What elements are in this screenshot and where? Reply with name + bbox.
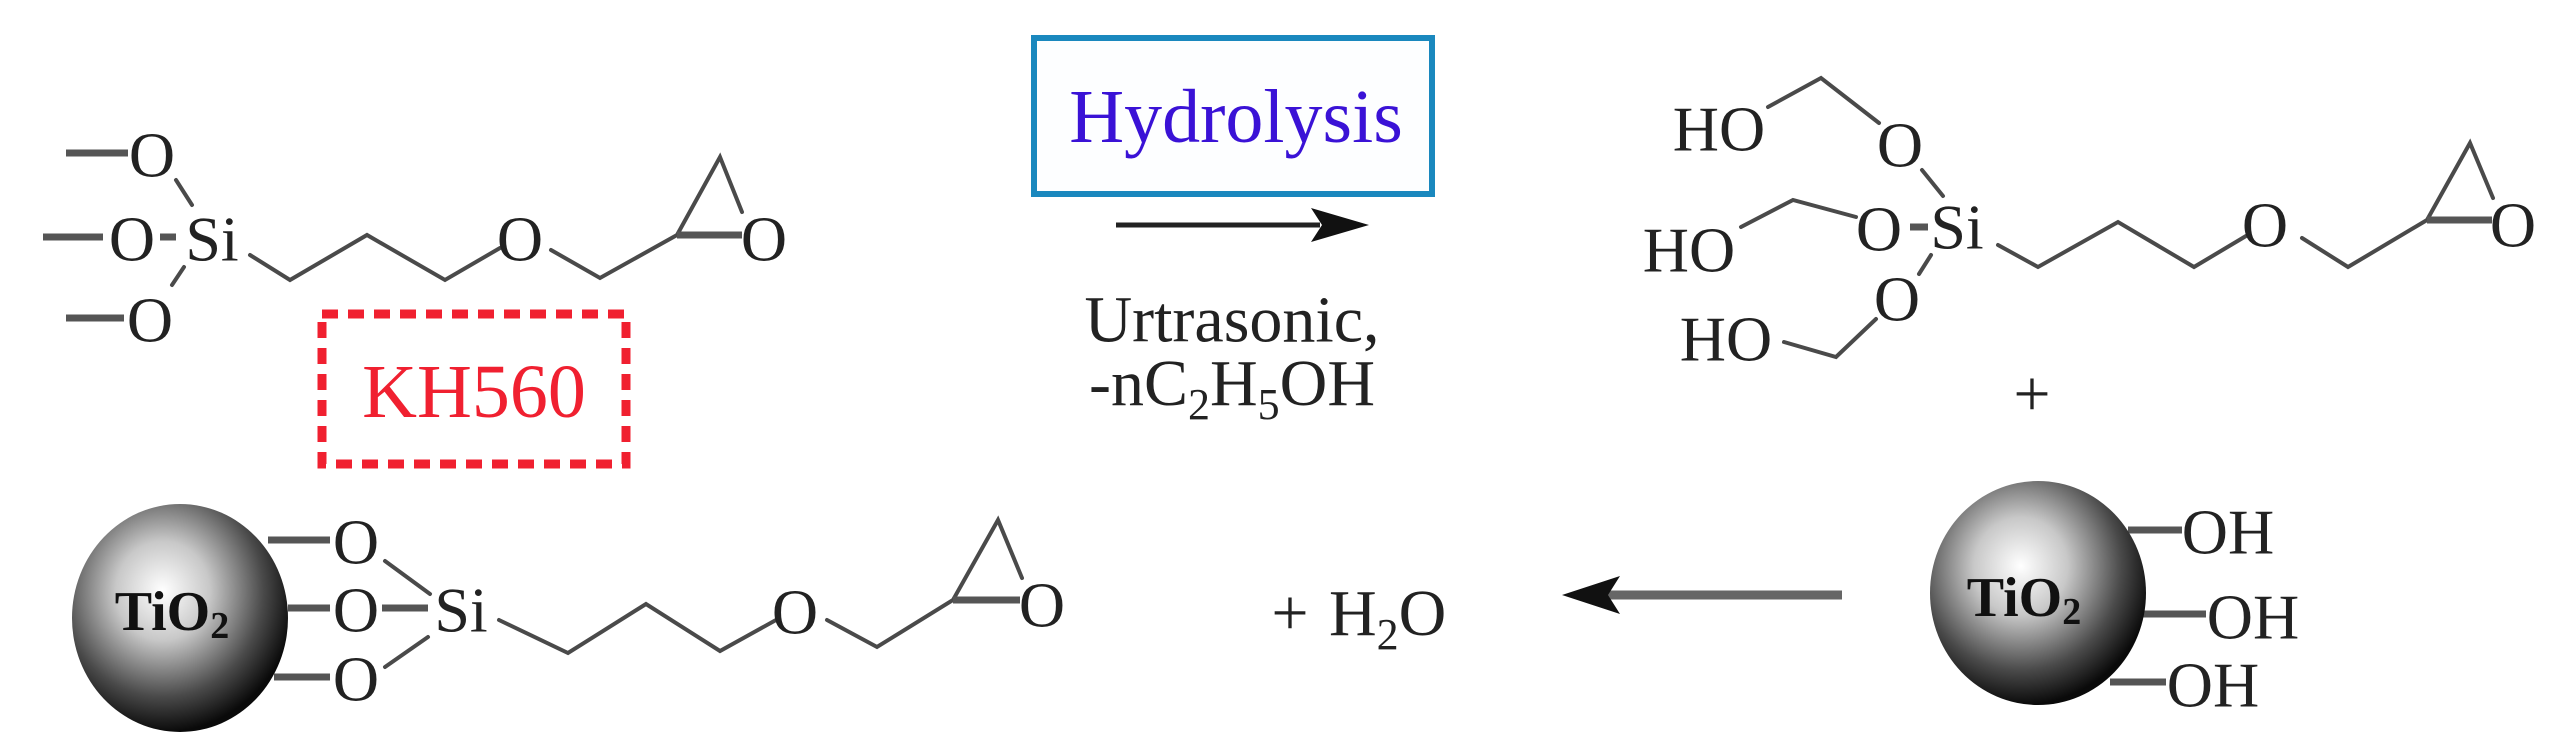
oxygen-atom: O bbox=[333, 575, 379, 646]
hydroxyl-group: HO bbox=[1673, 94, 1765, 165]
condition-suffix: OH bbox=[1280, 347, 1375, 420]
condition-prefix: -nC bbox=[1089, 347, 1188, 420]
forward-arrow-head bbox=[1311, 208, 1369, 242]
oxygen-atom: O bbox=[109, 204, 155, 275]
plus-sign: + bbox=[2013, 358, 2050, 431]
condition-sub: 2 bbox=[1188, 380, 1210, 429]
methylene-bond bbox=[1782, 317, 1878, 360]
hydroxyl-group: OH bbox=[2167, 650, 2259, 721]
water-byproduct: H2O bbox=[1329, 577, 1446, 659]
methylene-bond bbox=[1766, 75, 1881, 125]
byproduct-plus: + bbox=[1271, 577, 1308, 650]
ether-oxygen: O bbox=[2242, 190, 2288, 261]
hydrolyzed-silane-molecule: HO O HO O Si O HO O O bbox=[1643, 75, 2536, 375]
water-o: O bbox=[1399, 577, 1447, 650]
water-h: H bbox=[1329, 577, 1377, 650]
hydrolysis-label: Hydrolysis bbox=[1069, 75, 1403, 159]
glycidyl-chain bbox=[549, 152, 744, 281]
si-o-bond bbox=[1920, 168, 1945, 198]
tio2-sphere-icon bbox=[72, 504, 288, 732]
oxygen-atom: O bbox=[1877, 110, 1923, 181]
tio2-hydroxylated-particle: TiO2 OH OH OH bbox=[1930, 481, 2299, 721]
tio2-sphere-icon bbox=[1930, 481, 2146, 705]
oxygen-atom: O bbox=[1856, 194, 1902, 265]
hydrolysis-box bbox=[1031, 35, 1435, 197]
condition-ethanol: -nC2H5OH bbox=[1089, 347, 1375, 429]
tio2-label: TiO2 bbox=[1967, 567, 2081, 633]
methylene-bond bbox=[1739, 197, 1858, 229]
tio2-sub: 2 bbox=[210, 605, 229, 647]
silicon-atom: Si bbox=[1930, 192, 1983, 263]
glycidyl-chain bbox=[825, 515, 1024, 650]
tio2-text: TiO bbox=[115, 581, 210, 643]
hydroxyl-group: OH bbox=[2207, 582, 2299, 653]
tio2-text: TiO bbox=[1967, 567, 2062, 629]
hydroxyl-group: HO bbox=[1680, 304, 1772, 375]
condition-ultrasonic: Urtrasonic, bbox=[1084, 284, 1379, 357]
glycidyl-chain bbox=[2300, 138, 2495, 270]
grafted-tio2-product: TiO2 O O O Si O O bbox=[72, 504, 1065, 732]
water-sub: 2 bbox=[1377, 610, 1399, 659]
kh560-molecule: O O O Si O O bbox=[43, 120, 787, 356]
oxygen-atom: O bbox=[1874, 264, 1920, 335]
si-o-bond bbox=[383, 559, 432, 596]
hydroxyl-group: HO bbox=[1643, 215, 1735, 286]
hydrolysis-step: Hydrolysis Urtrasonic, -nC2H5OH bbox=[1031, 35, 1435, 429]
propyl-chain bbox=[248, 232, 502, 283]
kh560-label: KH560 bbox=[362, 350, 586, 434]
oxygen-atom: O bbox=[129, 120, 175, 191]
epoxide-oxygen: O bbox=[741, 204, 787, 275]
oxygen-atom: O bbox=[333, 644, 379, 715]
oxygen-atom: O bbox=[333, 507, 379, 578]
oxygen-atom: O bbox=[127, 285, 173, 356]
si-o-bond bbox=[1917, 253, 1933, 276]
tio2-sub: 2 bbox=[2062, 591, 2081, 633]
condensation-arrow-head bbox=[1562, 576, 1620, 614]
epoxide-oxygen: O bbox=[1019, 570, 1065, 641]
hydroxyl-group: OH bbox=[2182, 497, 2274, 568]
condition-mid: H bbox=[1210, 347, 1258, 420]
ether-oxygen: O bbox=[772, 577, 818, 648]
condition-sub: 5 bbox=[1258, 380, 1280, 429]
kh560-label-box: KH560 bbox=[317, 309, 631, 469]
tio2-label: TiO2 bbox=[115, 581, 229, 647]
propyl-chain bbox=[1996, 219, 2248, 270]
silicon-atom: Si bbox=[185, 204, 238, 275]
silicon-atom: Si bbox=[434, 575, 487, 646]
si-o-bond bbox=[383, 635, 430, 669]
propyl-chain bbox=[497, 601, 778, 656]
si-o-bond bbox=[170, 265, 186, 287]
dashed-box bbox=[317, 309, 631, 469]
epoxide-oxygen: O bbox=[2490, 190, 2536, 261]
ether-oxygen: O bbox=[497, 204, 543, 275]
si-o-bond bbox=[174, 178, 194, 207]
